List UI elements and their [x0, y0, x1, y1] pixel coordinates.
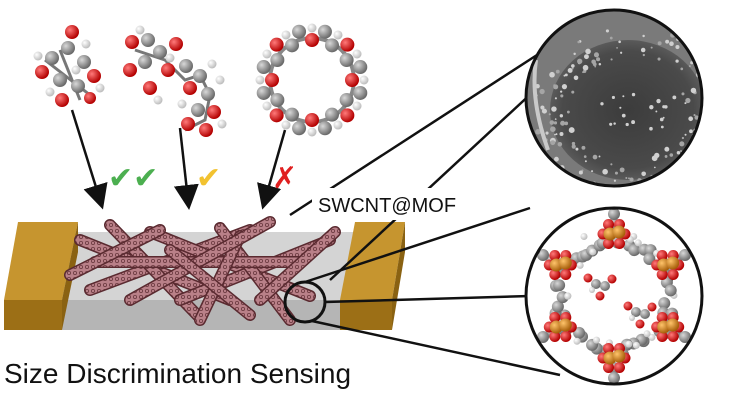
zoom-indicator — [283, 53, 561, 377]
composite-label: SWCNT@MOF — [318, 195, 456, 217]
right-electrode-front — [340, 300, 392, 330]
small-molecule — [33, 25, 105, 107]
arrow-large — [257, 129, 287, 210]
cross-mark: ✗ — [272, 161, 297, 196]
arrow-small — [70, 109, 108, 210]
medium-molecule — [123, 25, 227, 137]
figure-caption: Size Discrimination Sensing — [4, 358, 351, 389]
arrows — [70, 109, 287, 210]
large-cyclic-molecule — [255, 23, 369, 137]
sem-micrograph — [524, 8, 704, 188]
double-check-mark: ✔✔ — [108, 161, 158, 196]
single-check-mark: ✔ — [196, 161, 221, 196]
mof-structure — [524, 206, 704, 386]
left-electrode-front — [4, 300, 62, 330]
left-electrode-top — [4, 222, 78, 300]
selectivity-markers: ✔✔ ✔ ✗ — [108, 161, 297, 196]
arrow-medium — [173, 127, 199, 210]
swcnt-network — [64, 216, 341, 326]
